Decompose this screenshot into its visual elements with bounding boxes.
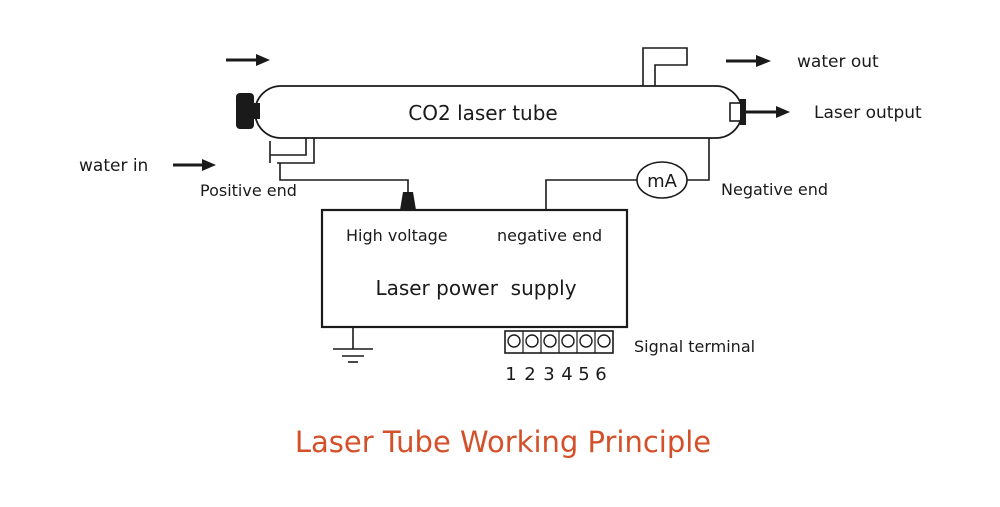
- terminal-screw: [507, 334, 521, 348]
- water-inlet-pipe: [269, 138, 315, 164]
- rear-mirror-cap: [236, 93, 260, 129]
- terminal-number: 4: [561, 364, 572, 385]
- terminal-number: 1: [505, 364, 516, 385]
- water-outlet-pipe: [642, 47, 688, 86]
- laser-output-arrow: [746, 106, 790, 118]
- output-mirror-cap: [729, 99, 746, 125]
- terminal-number: 6: [595, 364, 606, 385]
- positive-end-wire: [279, 163, 409, 192]
- high-voltage-connector: [400, 192, 416, 210]
- negative-end-wire: [545, 138, 710, 210]
- tube-label: CO2 laser tube: [408, 101, 557, 125]
- terminal-number: 2: [524, 364, 535, 385]
- high-voltage-label: High voltage: [346, 226, 448, 245]
- terminal-screw: [543, 334, 557, 348]
- terminal-screw: [579, 334, 593, 348]
- power-supply-label: Laser power supply: [375, 276, 576, 300]
- laser-power-supply: [320, 208, 629, 329]
- water-out-arrow: [726, 55, 771, 67]
- positive-end-label: Positive end: [200, 181, 297, 200]
- milliammeter-label: mA: [647, 171, 678, 192]
- ground-symbol: [333, 327, 373, 363]
- terminal-number: 5: [578, 364, 589, 385]
- diagram-caption: Laser Tube Working Principle: [295, 425, 711, 459]
- milliammeter: [636, 161, 688, 199]
- terminal-number: 3: [543, 364, 554, 385]
- laser-output-label: Laser output: [814, 103, 922, 123]
- water-in-label: water in: [79, 156, 148, 176]
- signal-terminal-block: [504, 330, 614, 354]
- terminal-screw: [597, 334, 611, 348]
- terminal-screw: [561, 334, 575, 348]
- supply-negative-end-label: negative end: [497, 226, 602, 245]
- signal-terminal-label: Signal terminal: [634, 337, 755, 356]
- top-left-flow-arrow: [226, 54, 270, 66]
- terminal-screw: [525, 334, 539, 348]
- negative-end-label: Negative end: [721, 180, 828, 199]
- water-out-label: water out: [797, 52, 879, 72]
- water-in-arrow: [173, 159, 216, 171]
